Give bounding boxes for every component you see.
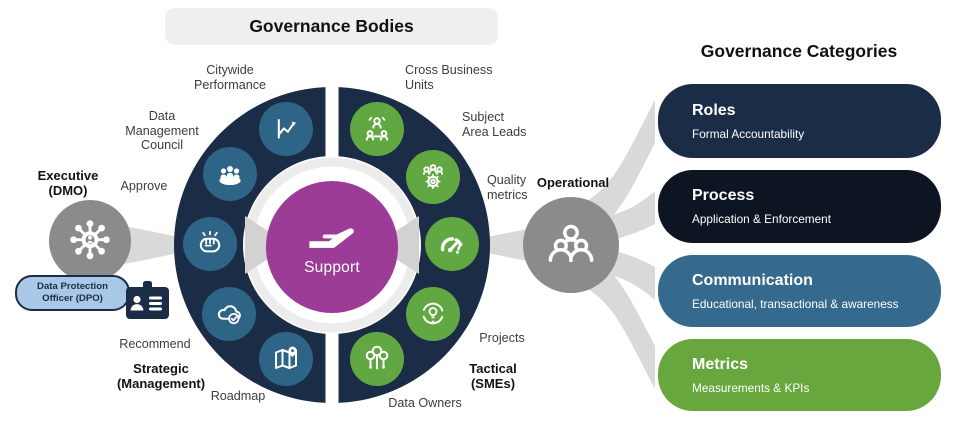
label-subject-area-leads: Subject Area Leads <box>462 110 527 139</box>
label-data-owners: Data Owners <box>388 396 462 410</box>
category-box-communication: Communication Educational, transactional… <box>658 255 941 327</box>
label-approve: Approve <box>120 179 168 193</box>
clapping-hands-icon <box>199 230 221 253</box>
line-chart-icon <box>277 119 296 139</box>
category-subtitle: Formal Accountability <box>692 126 805 141</box>
label-recommend: Recommend <box>119 337 191 351</box>
ring-node-projects <box>406 287 460 341</box>
executive-actor-circle <box>49 200 131 282</box>
category-title: Metrics <box>692 355 749 373</box>
team-gear-icon <box>422 164 444 189</box>
gauge-icon <box>440 237 463 254</box>
ring-node-citywide-performance <box>259 102 313 156</box>
support-hand-icon <box>309 228 354 248</box>
council-meeting-icon <box>219 166 241 185</box>
category-box-process: Process Application & Enforcement <box>658 170 941 243</box>
label-quality-metrics: Quality metrics <box>487 173 528 202</box>
label-citywide-performance: Citywide Performance <box>193 63 267 92</box>
team-pyramid-icon <box>548 224 594 262</box>
category-title: Roles <box>692 101 736 119</box>
label-tactical-smes: Tactical (SMEs) <box>469 361 517 392</box>
wedge-left <box>245 216 268 274</box>
ring-node-recommend <box>202 287 256 341</box>
category-subtitle: Educational, transactional & awareness <box>692 296 899 311</box>
category-title: Communication <box>692 271 813 289</box>
governance-bodies-header: Governance Bodies <box>165 8 498 45</box>
ring-node-approve <box>183 217 237 271</box>
cloud-check-icon <box>217 305 241 325</box>
data-tree-icon <box>365 345 389 370</box>
label-cross-business-units: Cross Business Units <box>405 63 493 92</box>
ring-node-data-owners <box>350 332 404 386</box>
label-data-management-council: Data Management Council <box>125 109 199 153</box>
label-roadmap: Roadmap <box>210 389 266 403</box>
support-hub: Support <box>266 181 398 313</box>
governance-categories-header: Governance Categories <box>700 41 898 61</box>
category-box-metrics: Metrics Measurements & KPIs <box>658 339 941 411</box>
ring-node-cross-business-units <box>350 102 404 156</box>
category-title: Process <box>692 187 755 204</box>
org-hierarchy-icon <box>365 116 389 141</box>
ring-node-subject-area-leads <box>406 150 460 204</box>
hub-network-icon <box>70 220 110 260</box>
label-executive-dmo: Executive (DMO) <box>37 168 99 199</box>
support-label: Support <box>304 259 360 276</box>
category-subtitle: Measurements & KPIs <box>692 380 810 395</box>
operational-actor-circle <box>523 197 619 293</box>
category-subtitle: Application & Enforcement <box>692 212 832 226</box>
ring-node-data-management-council <box>203 147 257 201</box>
map-pin-icon <box>275 346 297 369</box>
ring-node-roadmap <box>259 332 313 386</box>
wedge-right <box>396 216 419 274</box>
label-projects: Projects <box>479 331 525 345</box>
label-strategic-management: Strategic (Management) <box>116 361 206 392</box>
idea-swirl-icon <box>422 302 444 325</box>
ring-node-quality-metrics <box>425 217 479 271</box>
id-card-icon <box>126 281 169 319</box>
category-box-roles: Roles Formal Accountability <box>658 84 941 158</box>
label-operational: Operational <box>536 175 610 190</box>
dpo-badge: Data Protection Officer (DPO) <box>15 275 130 311</box>
